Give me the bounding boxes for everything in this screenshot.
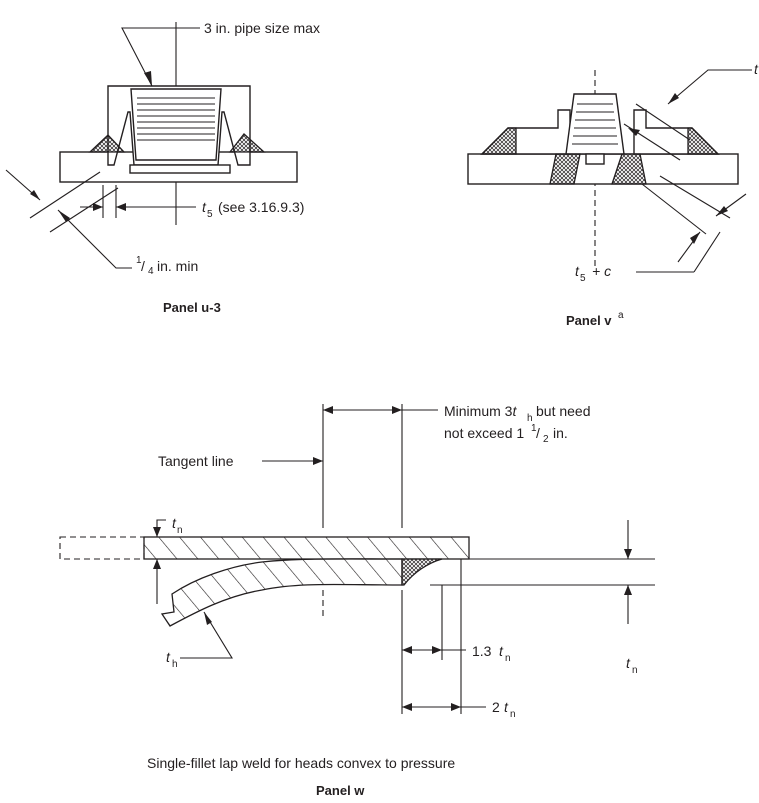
w-th-symbol: t bbox=[166, 649, 171, 665]
u3-t5-reference: (see 3.16.9.3) bbox=[218, 199, 304, 215]
v-t5c-plus-c: + c bbox=[592, 263, 611, 279]
w-min-line1-sub: h bbox=[527, 413, 533, 424]
v-t5c-subscript: 5 bbox=[580, 273, 586, 284]
w-tn-right-symbol: t bbox=[626, 655, 631, 671]
w-dim-2-t: t bbox=[504, 699, 509, 715]
w-fillet-weld bbox=[401, 558, 443, 586]
w-dim-13-sub: n bbox=[505, 653, 511, 664]
w-min-line2-a: not exceed 1 bbox=[444, 425, 524, 441]
svg-text:/: / bbox=[141, 258, 145, 274]
w-tn-right-sub: n bbox=[632, 665, 638, 676]
v-dim-upper-a bbox=[635, 103, 691, 141]
w-tn-left-sub: n bbox=[177, 525, 183, 536]
u3-coupling-base bbox=[129, 164, 231, 174]
u3-t5-symbol: t bbox=[202, 199, 207, 215]
v-weld-pad-right bbox=[687, 127, 720, 155]
u3-panel-title: Panel u-3 bbox=[163, 300, 221, 315]
w-th-sub: h bbox=[172, 659, 178, 670]
w-th-leader bbox=[180, 611, 233, 659]
u3-weld-left bbox=[88, 134, 126, 153]
w-min-line2-b: in. bbox=[553, 425, 568, 441]
u3-min-ext-a bbox=[29, 171, 101, 219]
v-panel-title: Panel v bbox=[566, 313, 612, 328]
w-dim-2-sub: n bbox=[510, 709, 516, 720]
svg-text:Minimum 3t: Minimum 3t bbox=[444, 403, 517, 419]
w-tn-left-symbol: t bbox=[172, 515, 177, 531]
w-min-line1-b: but need bbox=[536, 403, 591, 419]
v-coupling bbox=[565, 93, 625, 155]
w-plate-continuation bbox=[59, 536, 145, 560]
u3-min-num: 1 bbox=[136, 255, 142, 266]
v-top-leader bbox=[667, 69, 752, 105]
v-panel-title-sup: a bbox=[618, 310, 624, 321]
v-dim-ext-a bbox=[641, 183, 707, 235]
w-min-line1-t: t bbox=[512, 403, 517, 419]
panel-w: Minimum 3t h but need not exceed 1 1 / 2… bbox=[59, 403, 655, 798]
u3-pipe-label: 3 in. pipe size max bbox=[204, 20, 320, 36]
w-shell-plate bbox=[143, 536, 470, 560]
u3-min-den: 4 bbox=[148, 266, 154, 277]
v-t5c-symbol: t bbox=[575, 263, 580, 279]
v-top-label: t bbox=[754, 61, 759, 77]
svg-text:/: / bbox=[536, 425, 540, 441]
v-weld-plate-left bbox=[549, 153, 581, 185]
w-panel-title: Panel w bbox=[316, 783, 365, 798]
u3-min-label: in. min bbox=[157, 258, 198, 274]
u3-thread-lines bbox=[137, 97, 215, 141]
u3-t5-subscript: 5 bbox=[207, 209, 213, 220]
v-coupling-spigot bbox=[585, 153, 605, 165]
w-tangent-label: Tangent line bbox=[158, 453, 234, 469]
u3-pipe-leader bbox=[121, 27, 200, 87]
w-min-line2-den: 2 bbox=[543, 434, 549, 445]
v-dim-ext-b bbox=[659, 175, 731, 219]
panel-u3: 3 in. pipe size max t 5 (see 3.16.9.3) 1… bbox=[5, 20, 320, 315]
u3-min-leader bbox=[57, 209, 132, 269]
u3-weld-right bbox=[228, 133, 266, 153]
v-weld-pad-left bbox=[480, 127, 517, 155]
w-dim-13: 1.3 bbox=[472, 643, 492, 659]
u3-min-ext-b bbox=[49, 187, 119, 233]
w-caption: Single-fillet lap weld for heads convex … bbox=[147, 755, 455, 771]
w-min-line2-num: 1 bbox=[531, 423, 537, 434]
u3-coupling-bore bbox=[130, 88, 222, 161]
panel-v: t t 5 + c Panel v a bbox=[467, 61, 759, 328]
v-thread-lines bbox=[572, 103, 618, 145]
w-dim-13-t: t bbox=[499, 643, 504, 659]
w-head bbox=[160, 558, 403, 627]
w-dim-2: 2 bbox=[492, 699, 500, 715]
v-weld-plate-right bbox=[611, 153, 647, 185]
w-min-line1-a: Minimum 3 bbox=[444, 403, 513, 419]
